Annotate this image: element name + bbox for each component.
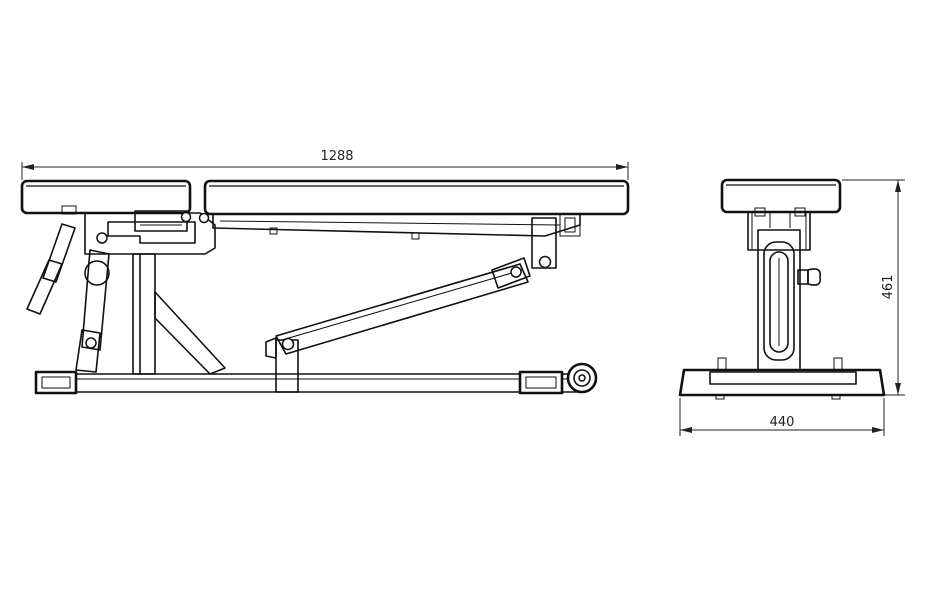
adjustment-knob-icon xyxy=(807,268,822,286)
front-linkage xyxy=(75,249,110,373)
back-pad xyxy=(203,179,630,216)
front-pad xyxy=(720,178,842,214)
dimension-width: 440 xyxy=(679,398,885,436)
adjustment-strut xyxy=(275,217,557,355)
front-pad-bracket xyxy=(747,207,811,251)
seat-bracket xyxy=(61,205,216,255)
bench-side-view xyxy=(20,179,630,395)
seat-pad xyxy=(20,179,192,215)
leg-holder-tube xyxy=(26,223,76,315)
front-base xyxy=(678,357,886,400)
rear-wheel-icon xyxy=(566,362,598,394)
base-rail xyxy=(59,373,581,393)
dimension-height: 461 xyxy=(842,179,905,396)
main-upright xyxy=(132,253,226,375)
dimension-width-label: 440 xyxy=(770,415,795,430)
dimension-length-label: 1288 xyxy=(320,149,353,164)
rear-bracket xyxy=(265,337,299,393)
front-column xyxy=(757,229,822,371)
dimension-length: 1288 xyxy=(21,149,629,180)
back-frame-rail xyxy=(212,213,581,240)
dimension-height-label: 461 xyxy=(881,275,896,300)
seat-hinge-pin-icon xyxy=(96,232,108,244)
bench-front-view xyxy=(678,178,886,400)
